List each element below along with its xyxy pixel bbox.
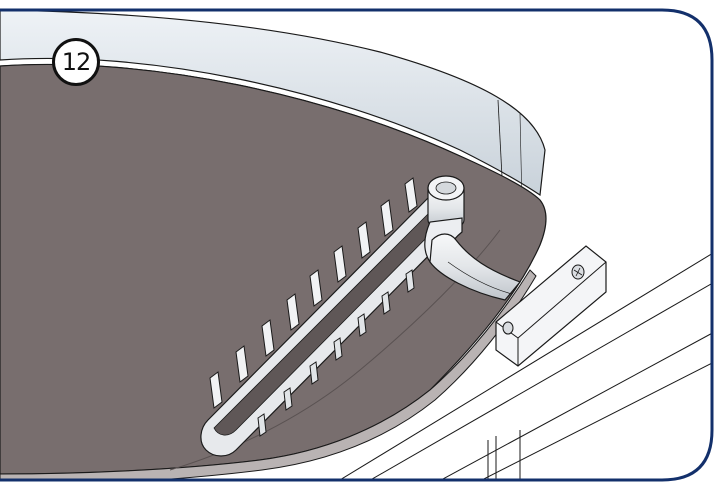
slot-teeth-upper [209,177,418,409]
wall-plate [495,245,607,367]
frame-border [0,8,714,482]
step-number: 12 [61,48,92,76]
tray-rim [0,10,546,197]
step-number-badge: 12 [52,38,100,86]
tray-lower-lip [0,269,537,480]
wall-rails [329,249,712,480]
slot-teeth-lower [257,269,415,437]
bracket-arm [424,175,522,301]
